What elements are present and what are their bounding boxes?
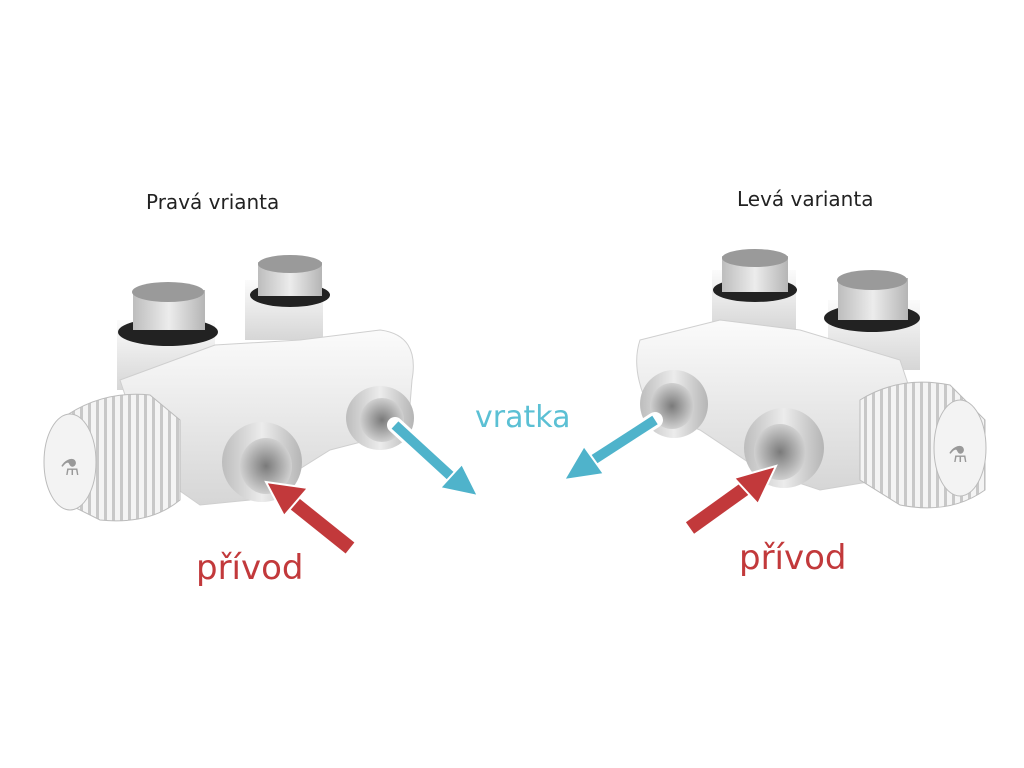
return-label: vratka: [475, 400, 571, 435]
supply-outlet: [744, 408, 824, 488]
thermostat-knob: ⚗: [859, 381, 987, 509]
right-variant-title: Pravá vrianta: [146, 190, 280, 214]
supply-outlet: [222, 422, 302, 502]
left-variant-title: Levá varianta: [737, 187, 874, 211]
return-arrow-left: [562, 412, 663, 482]
svg-text:⚗: ⚗: [948, 443, 968, 468]
return-arrow-right: [387, 417, 480, 498]
top-outlet-rear: [712, 249, 797, 330]
supply-label-right: přívod: [196, 548, 304, 588]
top-outlet-rear: [245, 255, 330, 340]
valve-right-variant: ⚗: [43, 255, 480, 558]
svg-text:⚗: ⚗: [60, 456, 80, 481]
supply-arrow-right: [264, 480, 360, 558]
thermostat-knob: ⚗: [43, 393, 181, 522]
valve-left-variant: ⚗: [562, 249, 987, 538]
supply-label-left: přívod: [739, 538, 847, 578]
supply-arrow-left: [680, 464, 778, 538]
